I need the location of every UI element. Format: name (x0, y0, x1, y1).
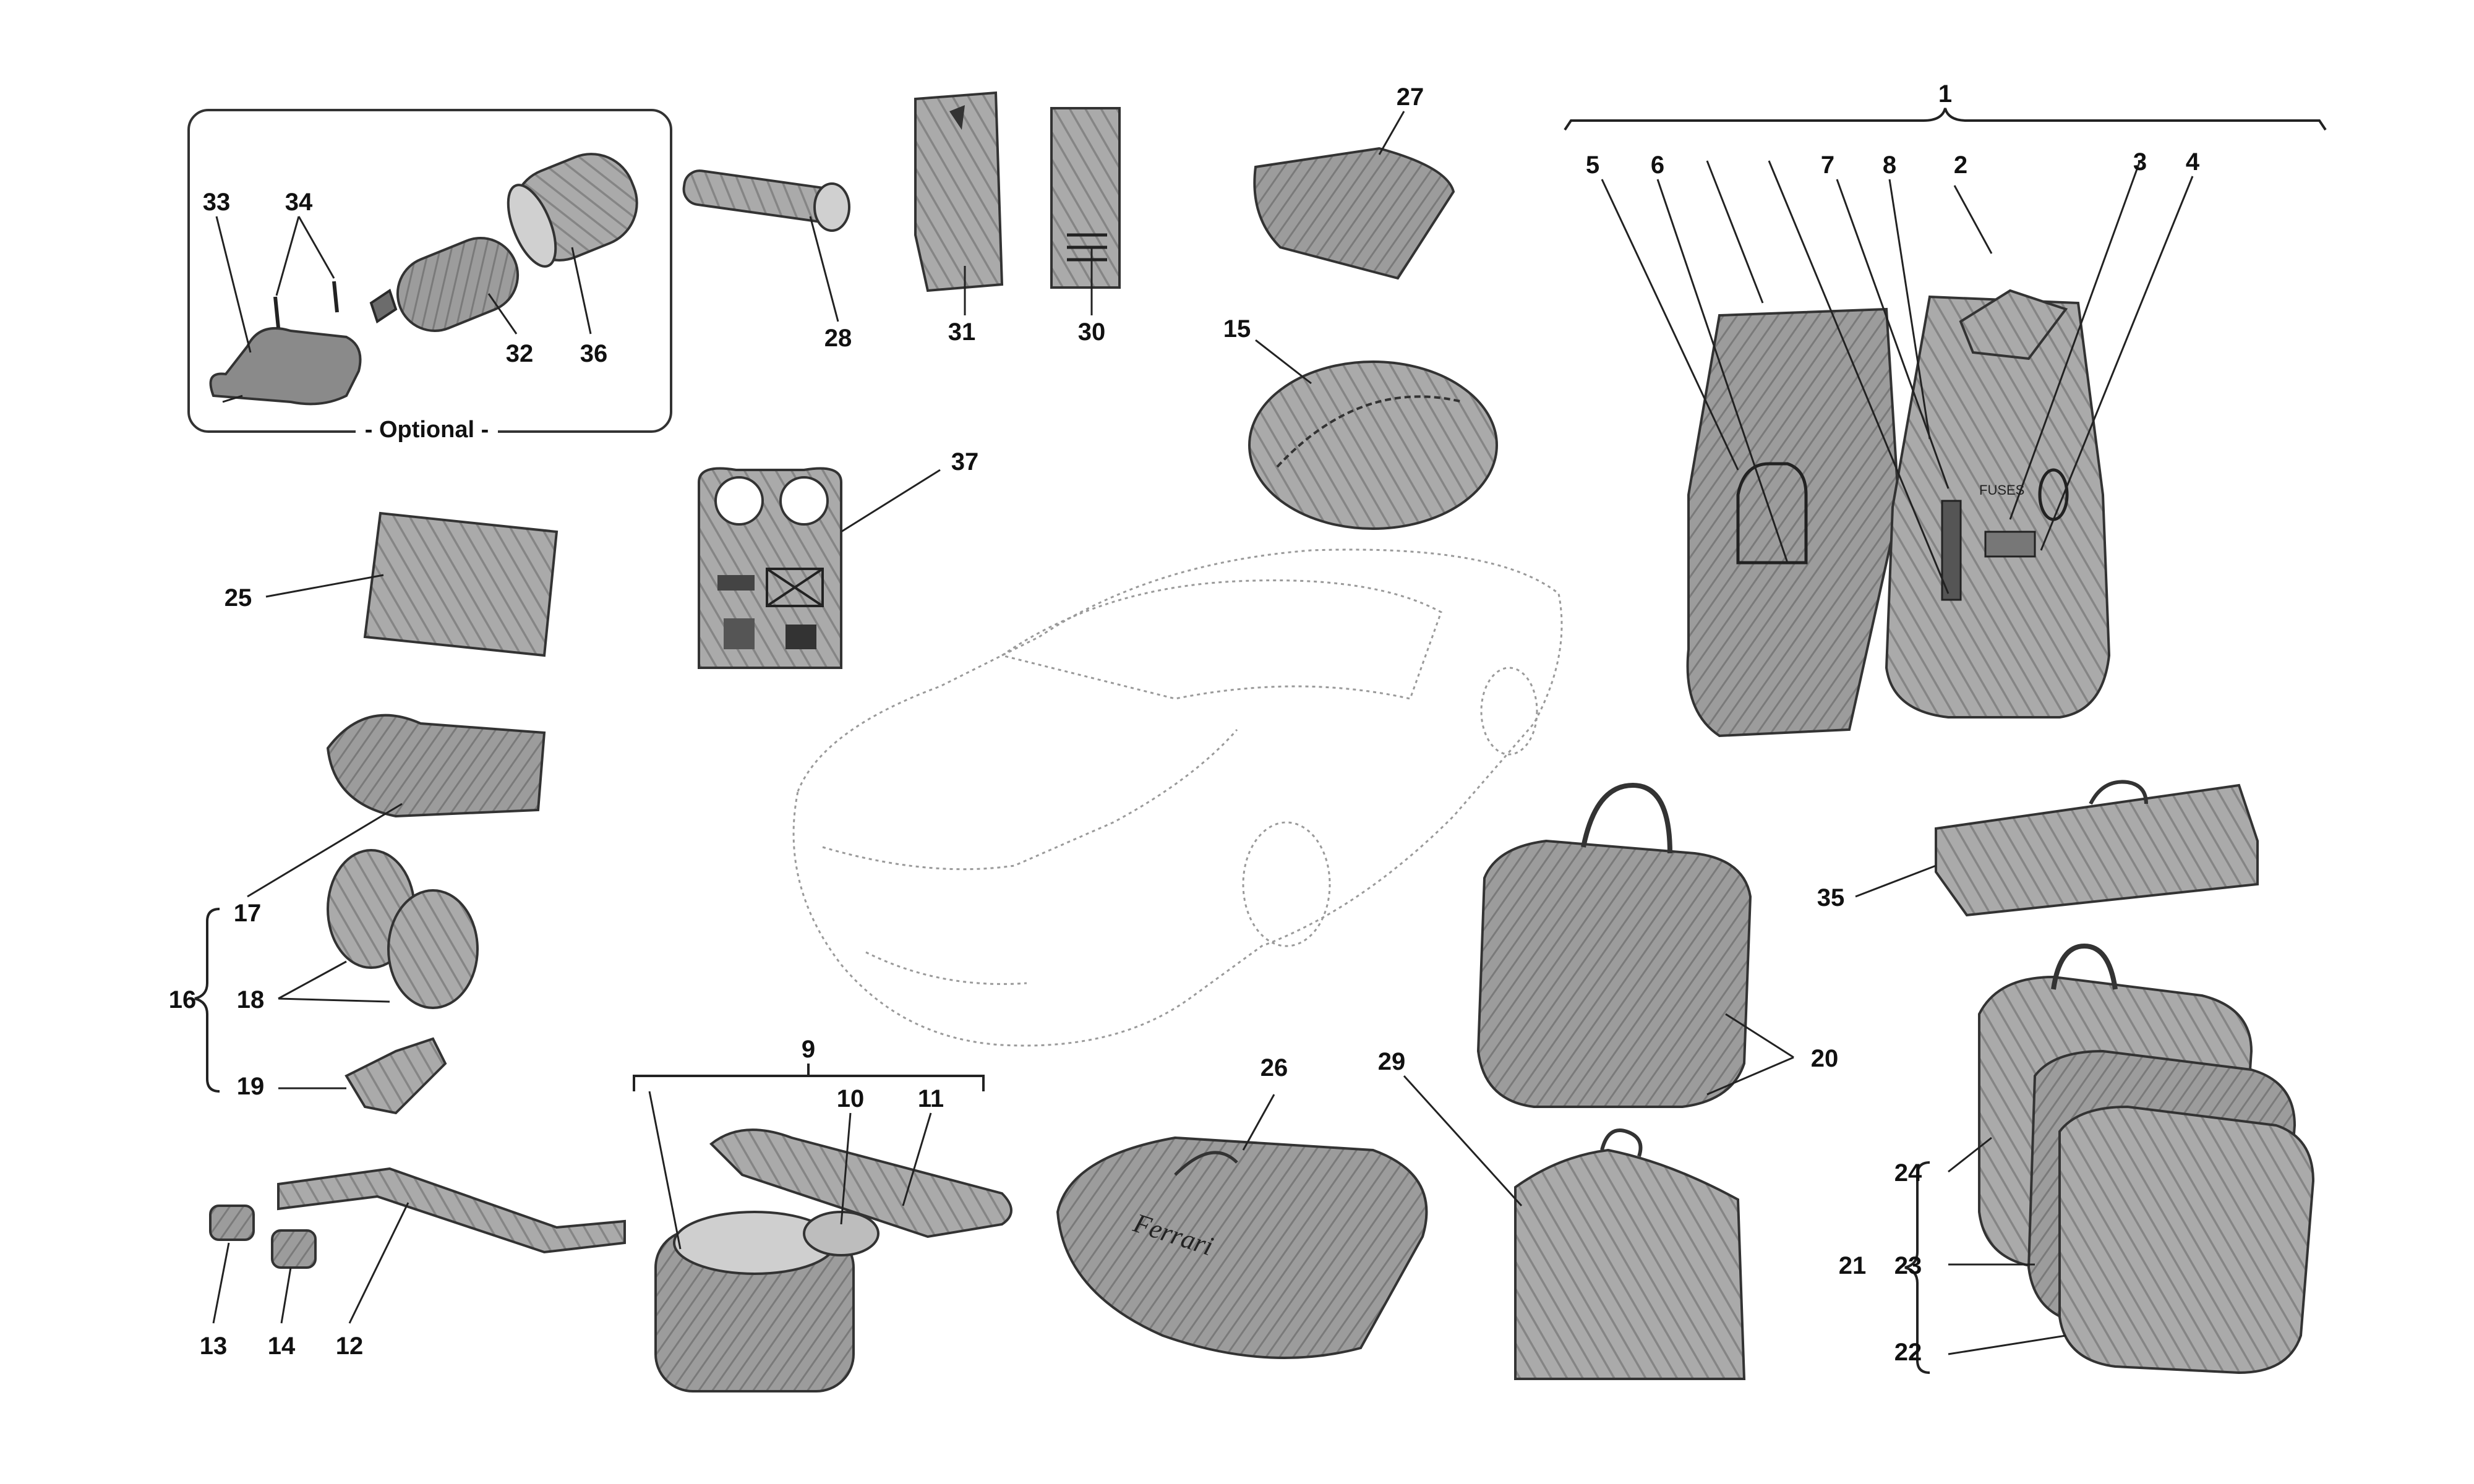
cloth-17 (326, 714, 546, 818)
callout-10: 10 (837, 1085, 865, 1112)
callout-26: 26 (1261, 1054, 1288, 1081)
compressor-kit-9: 9 10 11 (633, 1036, 1012, 1392)
callout-12: 12 (336, 1333, 364, 1360)
callout-20: 20 (1811, 1045, 1839, 1072)
tool-roll-left (1686, 307, 1901, 738)
tool-roll-1: FUSES 1 5 6 7 8 2 3 4 (1564, 80, 2327, 738)
callout-23: 23 (1894, 1252, 1922, 1279)
callout-15: 15 (1223, 315, 1251, 343)
callout-27: 27 (1397, 83, 1424, 111)
callout-34: 34 (285, 189, 313, 216)
screw-34-a (273, 296, 280, 328)
car-cover-bag-26: Ferrari 26 (1056, 1054, 1428, 1359)
manual-30 (1050, 107, 1121, 289)
callout-33: 33 (203, 189, 231, 216)
callout-2: 2 (1954, 151, 1967, 179)
socket-14 (271, 1229, 317, 1269)
callout-30: 30 (1078, 318, 1106, 346)
callout-9: 9 (802, 1036, 815, 1063)
wheel-wrench-12 (277, 1167, 626, 1254)
callout-21: 21 (1839, 1252, 1867, 1279)
wheel-bag-15: 15 (1223, 315, 1498, 530)
callout-16: 16 (169, 986, 197, 1013)
garment-bag-29: 29 (1378, 1048, 1746, 1380)
wrench-group: 13 14 12 (200, 1167, 626, 1360)
callout-13: 13 (200, 1333, 228, 1360)
fuses-label: FUSES (1979, 482, 2024, 498)
kit-bag-11 (709, 1128, 1012, 1239)
socket-13 (209, 1205, 255, 1241)
roll-18-b (387, 889, 479, 1009)
gloves-2 (1959, 289, 2068, 360)
callout-35: 35 (1817, 884, 1845, 911)
tool-roll-right (1885, 295, 2111, 719)
accessory-group-16: 17 18 19 16 (169, 714, 546, 1115)
extinguisher-bracket-33 (209, 326, 362, 406)
callout-7: 7 (1821, 151, 1834, 179)
luggage-set-21: 24 23 22 21 (1839, 943, 2315, 1375)
callout-28: 28 (824, 325, 852, 352)
sealant-bottle-10 (803, 1211, 880, 1256)
pouch-27: 27 (1253, 83, 1455, 280)
torch-28: 28 (682, 169, 852, 352)
optional-label: - Optional - (365, 417, 489, 443)
optional-group: - Optional - 33 34 32 36 (187, 109, 672, 446)
callout-14: 14 (268, 1333, 296, 1360)
fuse-puller-8 (1984, 531, 2036, 558)
callout-22: 22 (1894, 1339, 1922, 1366)
sticker-sheet-37: 37 (698, 448, 979, 669)
callout-29: 29 (1378, 1048, 1406, 1075)
bag-20: 20 (1476, 782, 1839, 1108)
callout-8: 8 (1883, 151, 1896, 179)
car-outline (792, 548, 1563, 1047)
callout-24: 24 (1894, 1159, 1922, 1187)
callout-36: 36 (580, 340, 608, 367)
gloves-19 (345, 1037, 447, 1115)
callout-32: 32 (506, 340, 534, 367)
callout-19: 19 (237, 1073, 265, 1100)
manual-25: 25 (225, 511, 559, 657)
bag-22 (2058, 1105, 2315, 1375)
extinguisher-valve (369, 288, 398, 324)
callout-3: 3 (2133, 148, 2147, 176)
callout-31: 31 (948, 318, 976, 346)
long-bag-35: 35 (1817, 780, 2259, 917)
callout-18: 18 (237, 986, 265, 1013)
callout-37: 37 (951, 448, 979, 475)
callout-25: 25 (225, 584, 252, 612)
callout-17: 17 (234, 900, 262, 927)
documents-group: 31 30 (914, 91, 1121, 346)
callout-11: 11 (918, 1085, 944, 1112)
fire-extinguisher-32 (396, 237, 520, 332)
pliers-5 (1736, 462, 1808, 565)
callout-4: 4 (2186, 148, 2200, 176)
callout-6: 6 (1651, 151, 1664, 179)
callout-1: 1 (1938, 80, 1952, 108)
screwdriver-7 (1941, 500, 1962, 601)
screw-34-b (332, 281, 339, 313)
callout-5: 5 (1586, 151, 1599, 179)
